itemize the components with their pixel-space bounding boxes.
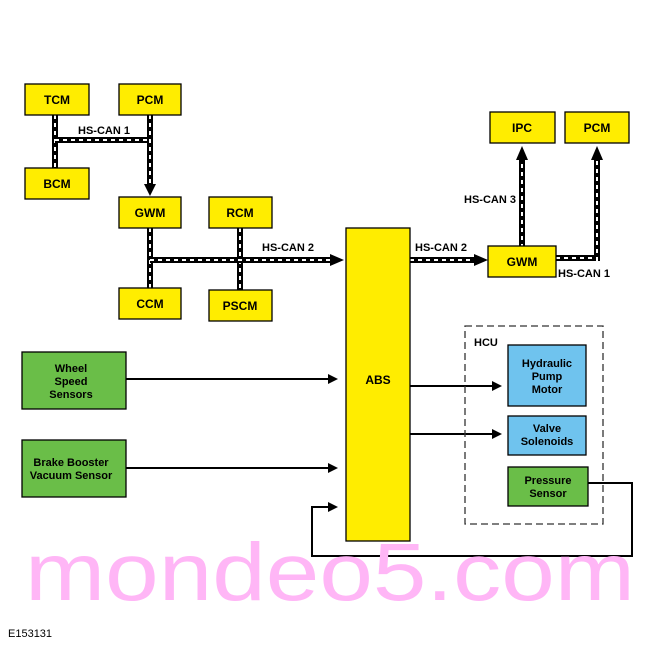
module-ipc: IPC	[489, 111, 556, 144]
module-rcm-label: RCM	[226, 206, 253, 220]
wheel-speed-line3: Sensors	[49, 389, 92, 401]
can-bus-lines	[52, 115, 603, 290]
module-ccm: CCM	[118, 287, 182, 320]
bus-hs-can2-left	[150, 254, 344, 266]
bus-pcm-gwm	[144, 115, 156, 196]
module-pcm-right: PCM	[564, 111, 630, 144]
signal-lines	[126, 374, 633, 557]
brake-booster-line1: Brake Booster	[33, 457, 109, 469]
valve-solenoids: Valve Solenoids	[507, 415, 587, 456]
label-hs-can3: HS-CAN 3	[464, 194, 516, 206]
module-pscm-label: PSCM	[223, 299, 258, 313]
brake-booster-vacuum-sensor: Brake Booster Vacuum Sensor	[21, 439, 127, 498]
wheel-speed-line1: Wheel	[55, 363, 87, 375]
module-bcm: BCM	[24, 167, 90, 200]
hcu-boundary	[464, 325, 604, 525]
pump-line3: Motor	[532, 384, 563, 396]
pressure-line1: Pressure	[524, 475, 571, 487]
valve-line2: Solenoids	[521, 436, 574, 448]
module-pscm: PSCM	[208, 289, 273, 322]
module-pcm-top-label: PCM	[137, 93, 164, 107]
module-bcm-label: BCM	[43, 177, 70, 191]
pressure-sensor: Pressure Sensor	[507, 466, 589, 507]
module-ccm-label: CCM	[136, 297, 163, 311]
watermark: mondeo5.com	[25, 527, 635, 618]
module-pcm-top: PCM	[118, 83, 182, 116]
label-hs-can1-left: HS-CAN 1	[78, 125, 130, 137]
module-ipc-label: IPC	[512, 121, 532, 135]
hcu-label: HCU	[474, 337, 498, 349]
figure-id: E153131	[8, 628, 53, 640]
module-abs-label: ABS	[365, 373, 390, 387]
module-gwm-left: GWM	[118, 196, 182, 229]
module-gwm-right-label: GWM	[507, 255, 538, 269]
brake-booster-line2: Vacuum Sensor	[30, 470, 113, 482]
bus-hs-can3	[516, 146, 528, 248]
module-pcm-right-label: PCM	[584, 121, 611, 135]
label-hs-can2-left: HS-CAN 2	[262, 242, 314, 254]
module-gwm-left-label: GWM	[135, 206, 166, 220]
label-hs-can1-right: HS-CAN 1	[558, 268, 610, 280]
module-rcm: RCM	[208, 196, 273, 229]
valve-line1: Valve	[533, 423, 561, 435]
bus-hs-can2-right	[410, 254, 488, 266]
pressure-line2: Sensor	[529, 488, 567, 500]
hydraulic-pump-motor: Hydraulic Pump Motor	[507, 344, 587, 407]
wheel-speed-line2: Speed	[54, 376, 87, 388]
pump-line2: Pump	[532, 371, 563, 383]
pressure-sensor-feedback	[311, 482, 633, 557]
module-gwm-right: GWM	[487, 245, 557, 278]
module-tcm-label: TCM	[44, 93, 70, 107]
module-tcm: TCM	[24, 83, 90, 116]
bus-hs-can1-right	[556, 146, 603, 261]
module-abs: ABS	[345, 227, 411, 542]
label-hs-can2-right: HS-CAN 2	[415, 242, 467, 254]
wheel-speed-sensors: Wheel Speed Sensors	[21, 351, 127, 410]
pump-line1: Hydraulic	[522, 358, 572, 370]
